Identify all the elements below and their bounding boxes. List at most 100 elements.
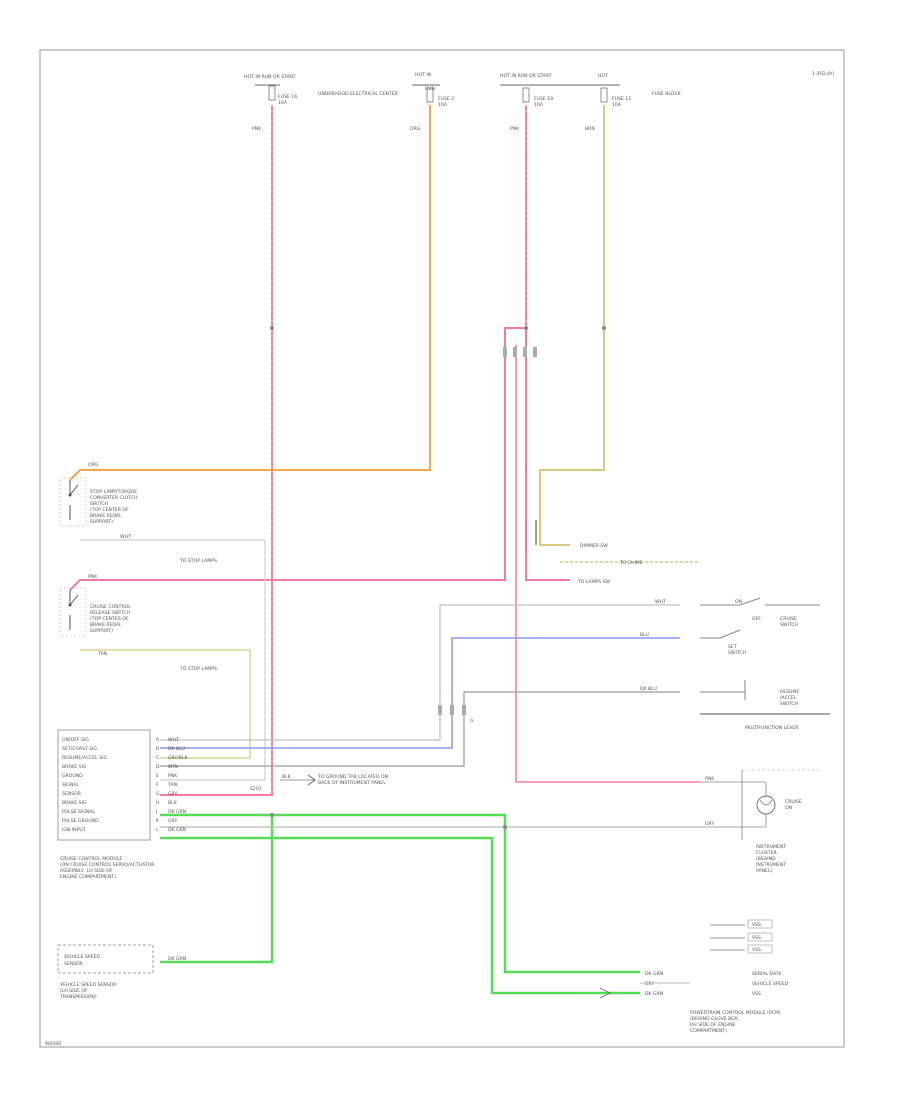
stoplamp-label-6: SUPPORT) <box>90 519 113 525</box>
release-wire-out: TAN <box>97 651 107 657</box>
splice-label: S201 <box>250 786 262 792</box>
wire-label-pnk-1: PNK <box>252 126 262 132</box>
switch-wire-wht: WHT <box>655 599 666 605</box>
module-pin-num: H <box>156 800 159 806</box>
fuse-c-amp: 10A <box>612 102 622 108</box>
resume-switch-label-2: /ACCEL <box>780 695 797 701</box>
pcm-row-3: DK GRN <box>645 991 663 997</box>
module-pin-num: J <box>155 809 157 815</box>
pcm-caption-2: (BEHIND GLOVE BOX, <box>690 1016 740 1022</box>
wire-dkgrn-pulse <box>160 813 640 974</box>
lamp-label-6: INSTRUMENT <box>756 862 786 868</box>
module-pin-num: B <box>156 746 159 752</box>
module-pin-wire: GRY <box>168 791 177 797</box>
module-pin-label: RESUME/ACCEL SIG <box>62 755 107 761</box>
release-wire-in: PNK <box>88 574 98 580</box>
module-pin-label: BRAKE SIG <box>62 764 87 770</box>
ground-wire-label: BLK <box>282 774 292 780</box>
dimmer-label: DIMMER SW <box>580 543 608 549</box>
stoplamp-to-lamps: TO STOP LAMPS <box>179 558 217 564</box>
release-label-5: SUPPORT) <box>90 628 113 634</box>
stoplamp-switch <box>59 477 87 527</box>
module-pin-label: SIGNAL <box>62 782 79 788</box>
release-label-4: BRAKE PEDAL <box>90 622 122 628</box>
wire-wht-stop <box>80 539 266 781</box>
pcm-row-2: GRY <box>645 981 654 987</box>
splice-node-1 <box>270 326 274 330</box>
splice-node-2 <box>524 326 528 330</box>
lamp-wire-gry: GRY <box>705 821 714 827</box>
speed-sensor-caption-2: (LH SIDE OF <box>60 988 88 994</box>
wire-pnk-release <box>69 327 526 591</box>
pcm-sig-3: VSS <box>752 991 761 997</box>
speed-sensor-box <box>57 944 154 974</box>
module-pin-label: GROUND <box>62 773 83 779</box>
pcm-caption-3: RH SIDE OF ENGINE <box>690 1022 736 1028</box>
pcm-tab-3: VSS <box>752 947 761 953</box>
release-label-2: RELEASE SWITCH <box>90 610 130 616</box>
lamp-label-7: PANEL) <box>756 868 773 874</box>
wire-pnk-branch <box>525 328 570 581</box>
fuse-a-icon <box>426 87 434 103</box>
splice-node-5 <box>270 813 274 817</box>
module-pin-wire: BRN <box>168 764 178 770</box>
stoplamp-label-5: BRAKE PEDAL <box>90 513 122 519</box>
splice-node-4 <box>503 825 507 829</box>
stoplamp-label-2: CONVERTER CLUTCH <box>90 495 138 501</box>
wire-pnk-lamp <box>515 345 700 783</box>
resume-switch-label-3: SWITCH <box>780 701 798 707</box>
note-left-label: UNDERHOOD ELECTRICAL CENTER <box>318 91 399 97</box>
module-pin-label: SET/COAST SIG <box>62 746 98 752</box>
switch-wire-dkblu: DK BLU <box>640 686 657 692</box>
speed-sensor-caption-3: TRANSMISSION) <box>59 994 97 1000</box>
release-to-lamps: TO STOP LAMPS <box>179 666 217 672</box>
pcm-caption-1: POWERTRAIN CONTROL MODULE (PCM) <box>690 1010 781 1016</box>
module-pin-wire: GRY <box>168 818 177 824</box>
lamp-label-4: CLUSTER <box>756 850 778 856</box>
g-node-label: G <box>470 718 474 724</box>
fuse-b-icon <box>522 87 530 103</box>
module-pin-wire: WHT <box>168 737 179 743</box>
module-pin-num: G <box>156 791 160 797</box>
speed-sensor-box-1: VEHICLE SPEED <box>64 954 100 960</box>
footer-code: W0000 <box>45 1041 61 1047</box>
stoplamp-label-3: SWITCH <box>90 501 108 507</box>
module-caption-1: CRUISE CONTROL MODULE <box>60 856 122 862</box>
module-caption-3: ASSEMBLY, LH SIDE OF <box>60 868 113 874</box>
wire-dkgrn-ign <box>160 836 640 995</box>
wire-wht-switch <box>160 604 680 741</box>
pcm-caption-4: COMPARTMENT) <box>690 1028 727 1034</box>
hot-run-a2-label: RUN <box>425 86 435 92</box>
lamp-label-3: INSTRUMENT <box>756 844 786 850</box>
module-pin-num: A <box>156 737 160 743</box>
wire-label-pnk-2: PNK <box>510 126 520 132</box>
wire-dkgrn-vss <box>160 815 274 964</box>
module-pin-label: BRAKE SIG <box>62 800 87 806</box>
wire-org <box>69 105 431 481</box>
speed-sensor-box-2: SENSOR <box>64 961 84 967</box>
connector-group-center <box>503 347 537 357</box>
set-switch-label-2: SWITCH <box>728 650 746 656</box>
multifunction-switch <box>700 597 830 715</box>
fuse-b-amp: 10A <box>534 102 544 108</box>
module-pin-wire: DK GRN <box>168 827 186 833</box>
wire-blu-switch <box>160 637 680 749</box>
lamp-label-2: ON <box>785 805 792 811</box>
module-pin-wire: DK BLU <box>168 746 185 752</box>
module-caption-2: (ON CRUISE CONTROL SERVO/ACTUATOR <box>60 862 155 868</box>
cruise-switch-label: CRUISE <box>780 616 797 622</box>
stoplamp-wire-in: ORG <box>88 462 99 468</box>
pcm-tabs <box>710 919 773 954</box>
module-pin-num: K <box>156 818 160 824</box>
module-pin-num: E <box>156 773 159 779</box>
pcm-row-1: DK GRN <box>645 971 663 977</box>
lamp-label-1: CRUISE <box>785 799 802 805</box>
chime-label: TO CHIME <box>619 560 643 566</box>
cruise-module-box <box>57 729 151 841</box>
module-pin-wire: DK GRN <box>168 809 186 815</box>
module-pin-num: F <box>156 782 159 788</box>
hot-start-b-label: HOT IN RUN OR START <box>500 73 552 79</box>
fuse-a-label: FUSE 2 <box>438 96 454 102</box>
splice-node-3 <box>602 326 606 330</box>
